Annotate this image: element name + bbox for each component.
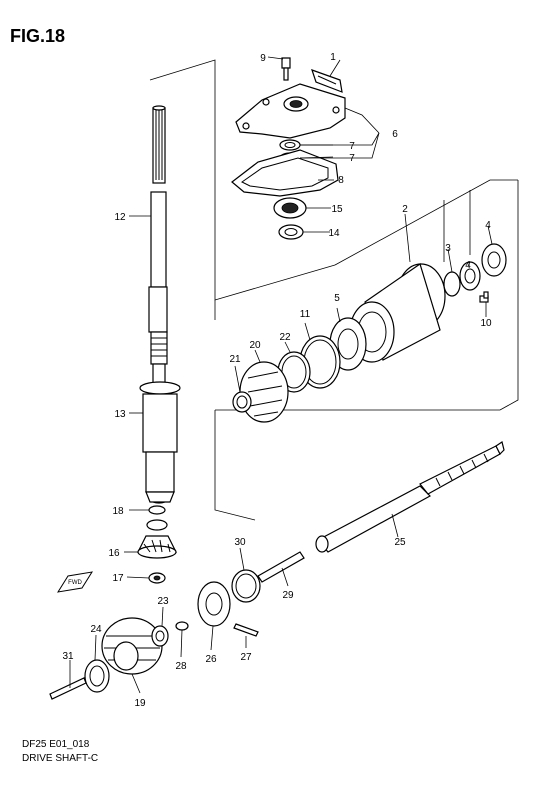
callout-17: 17 [112, 573, 124, 584]
pinion-group [137, 505, 177, 584]
callout-22: 22 [279, 332, 291, 343]
reverse-gear-group [232, 335, 341, 423]
callout-15: 15 [331, 204, 343, 215]
callout-28: 28 [175, 661, 187, 672]
callout-12: 12 [114, 212, 126, 223]
callout-21: 21 [229, 354, 241, 365]
callout-5: 5 [334, 293, 340, 304]
callout-7b: 7 [349, 153, 355, 164]
callout-7: 7 [349, 141, 355, 152]
pump-housing-group [231, 57, 346, 240]
callout-31: 31 [62, 651, 74, 662]
callout-19: 19 [134, 698, 146, 709]
callout-numbers: 1 2 3 4 4 5 6 7 7 8 9 10 11 12 13 14 15 … [62, 52, 492, 709]
drive-shaft-part [148, 105, 168, 504]
shaft-sleeve-part [139, 381, 181, 503]
callout-9: 9 [260, 53, 266, 64]
bearing-housing-group [329, 243, 507, 371]
callout-24: 24 [90, 624, 102, 635]
forward-direction-arrow: FWD [56, 571, 94, 593]
callout-11: 11 [300, 309, 311, 320]
callout-29: 29 [282, 590, 294, 601]
callout-20: 20 [249, 340, 261, 351]
callout-4b: 4 [485, 220, 491, 231]
forward-gear-group [49, 617, 169, 700]
callout-6: 6 [392, 129, 398, 140]
callout-30: 30 [234, 537, 246, 548]
callout-leaders [69, 56, 493, 694]
propeller-shaft-group [175, 441, 505, 637]
callout-8: 8 [338, 175, 344, 186]
figure-title: FIG.18 [10, 26, 66, 46]
callout-16: 16 [108, 548, 120, 559]
callout-23: 23 [157, 596, 169, 607]
callout-27: 27 [240, 652, 252, 663]
callout-13: 13 [114, 409, 126, 420]
callout-1: 1 [330, 52, 336, 63]
diagram-name: DRIVE SHAFT-C [22, 753, 99, 764]
fwd-label: FWD [68, 580, 82, 586]
diagram-code: DF25 E01_018 [22, 739, 90, 750]
callout-10: 10 [480, 318, 492, 329]
callout-3: 3 [445, 243, 451, 254]
callout-4: 4 [465, 260, 471, 271]
callout-2: 2 [402, 204, 408, 215]
callout-14: 14 [328, 228, 340, 239]
callout-18: 18 [112, 506, 124, 517]
callout-25: 25 [394, 537, 406, 548]
callout-26: 26 [205, 654, 217, 665]
